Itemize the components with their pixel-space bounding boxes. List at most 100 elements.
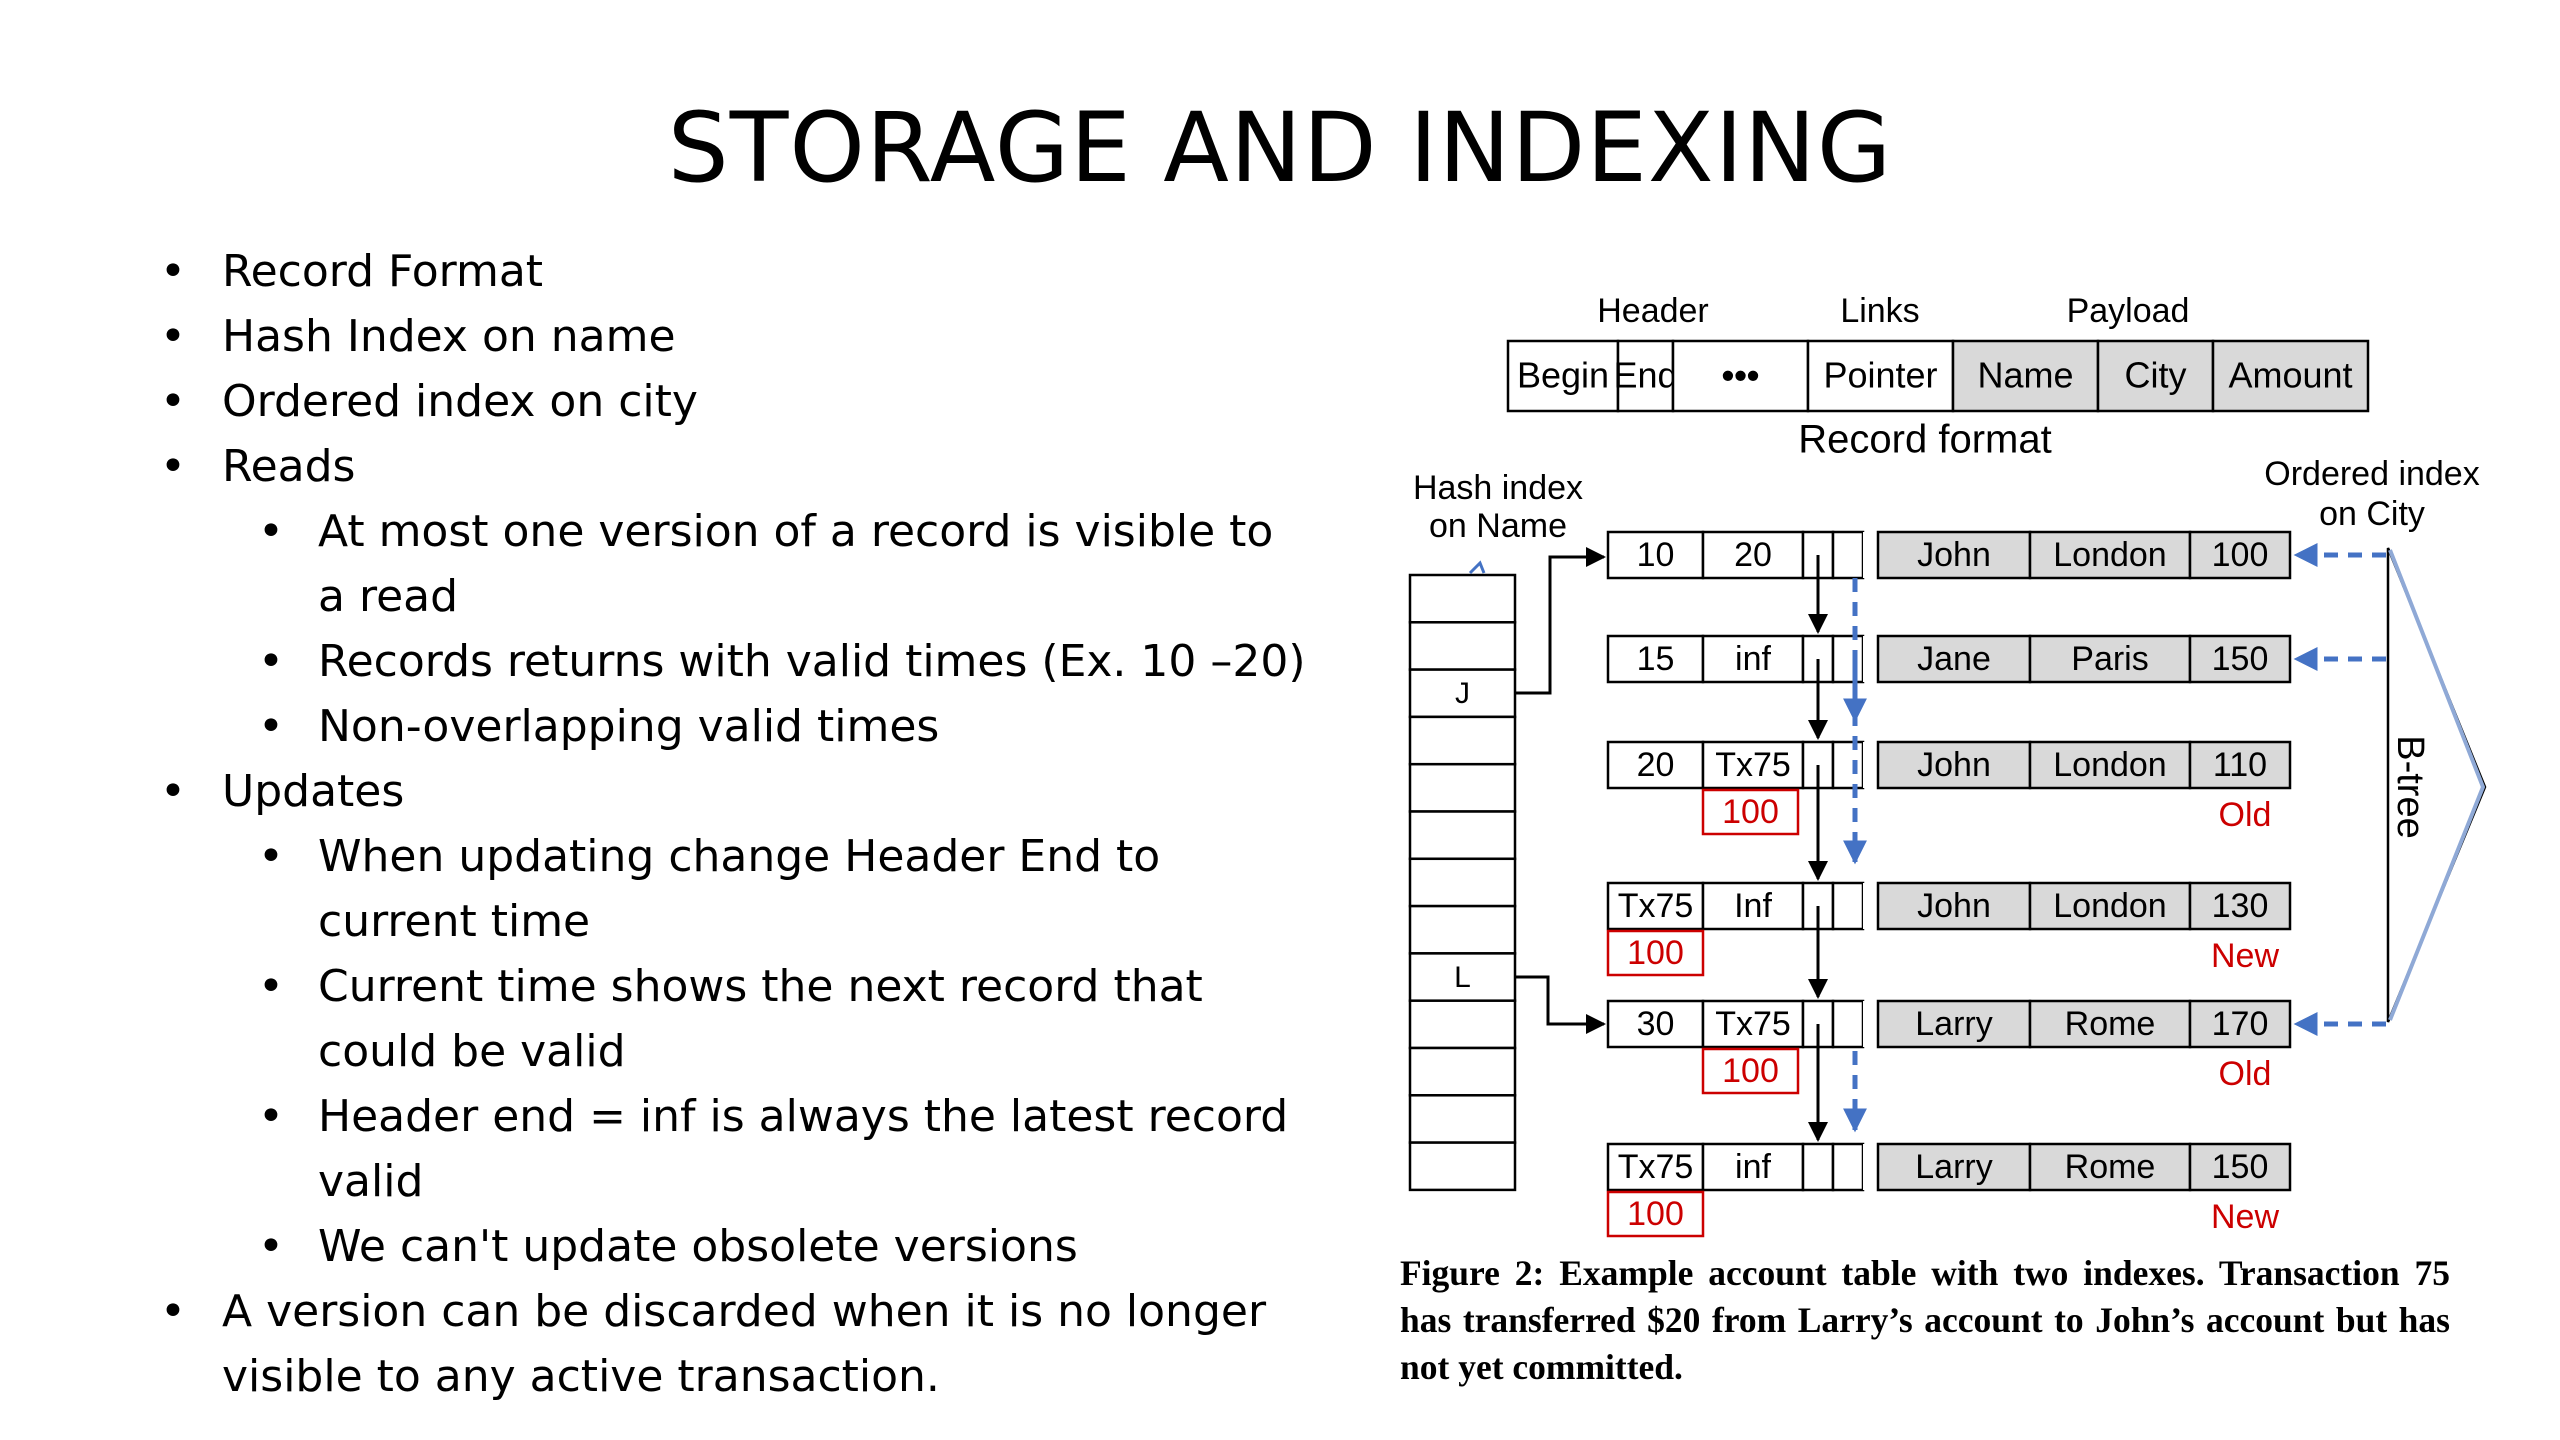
btree-label: B-tree [2389, 735, 2431, 838]
bullet-list: •Record Format•Hash Index on name•Ordere… [160, 246, 1306, 1402]
version-status-label: Old [2219, 796, 2272, 834]
record-cell [1831, 634, 1865, 684]
hash-bucket [1408, 1046, 1517, 1097]
record-field-label: City [2125, 355, 2187, 396]
hash-bucket [1408, 952, 1517, 1002]
record-gap [1863, 742, 1878, 788]
record-field-cell [2096, 339, 2215, 413]
bullet-line: Updates [222, 766, 405, 817]
record-value: London [2053, 536, 2166, 574]
record-value: 20 [1734, 536, 1772, 574]
record-cell [1831, 1142, 1865, 1192]
record-field-cell [2211, 339, 2370, 413]
bullet-line: Record Format [222, 246, 544, 297]
record-value: inf [1735, 1148, 1771, 1186]
hash-bucket [1408, 715, 1517, 766]
record-value: Tx75 [1715, 1005, 1791, 1043]
record-cell [1701, 634, 1805, 684]
record-cell [1701, 530, 1805, 580]
bullet-line: At most one version of a record is visib… [318, 506, 1274, 557]
record-field-cell [1671, 339, 1810, 413]
record-value: 100 [2212, 536, 2269, 574]
record-cell [1831, 740, 1865, 790]
record-value: Rome [2065, 1148, 2156, 1186]
record-value: Rome [2065, 1005, 2156, 1043]
ordered-index-label: Ordered index [2264, 455, 2479, 493]
record-value: John [1917, 887, 1991, 925]
record-value: Larry [1915, 1148, 1992, 1186]
record-field-label: Pointer [1823, 355, 1937, 396]
record-format-label: Record format [1798, 418, 2051, 462]
record-cell [1831, 881, 1865, 931]
hash-bucket [1408, 1094, 1517, 1144]
record-cell [1876, 1142, 2032, 1192]
hash-bucket [1408, 668, 1517, 719]
record-cell [2188, 999, 2292, 1049]
record-cell [2028, 740, 2192, 790]
commit-note-value: 100 [1722, 1052, 1779, 1090]
bullet-marker: • [258, 636, 284, 687]
record-field-label: Name [1977, 355, 2073, 396]
record-cell [2028, 881, 2192, 931]
record-value: 20 [1637, 746, 1675, 784]
commit-note-value: 100 [1627, 934, 1684, 972]
record-group-label: Header [1597, 292, 1709, 330]
record-gap [1863, 1001, 1878, 1047]
record-gap [1863, 1144, 1878, 1190]
btree-edge [2388, 549, 2486, 1021]
record-field-label: Amount [2228, 355, 2352, 396]
record-field-label: Begin [1517, 355, 1609, 396]
record-cell [2188, 634, 2292, 684]
bullet-marker: • [160, 311, 186, 362]
record-cell [2028, 530, 2192, 580]
hash-bucket [1408, 904, 1517, 955]
record-field-cell [1506, 339, 1620, 413]
hash-bucket-label: L [1454, 961, 1471, 994]
hash-bucket [1408, 999, 1517, 1050]
version-status-label: New [2211, 937, 2279, 975]
record-cell [1701, 1142, 1805, 1192]
commit-note-box [1606, 1190, 1705, 1238]
hash-bucket [1408, 573, 1517, 624]
hash-bucket [1408, 762, 1517, 813]
record-cell [2188, 530, 2292, 580]
bullet-line: Header end = inf is always the latest re… [318, 1091, 1289, 1142]
record-field-cell [1951, 339, 2100, 413]
bullet-line: Non-overlapping valid times [318, 701, 940, 752]
bullet-marker: • [258, 701, 284, 752]
version-status-label: New [2211, 1198, 2279, 1236]
bullet-marker: • [160, 376, 186, 427]
record-value: Tx75 [1715, 746, 1791, 784]
record-value: 130 [2212, 887, 2269, 925]
record-value: London [2053, 746, 2166, 784]
bullet-line: Reads [222, 441, 356, 492]
bullet-line: When updating change Header End to [318, 831, 1161, 882]
record-field-label: End [1613, 355, 1677, 396]
bullet-marker: • [258, 506, 284, 557]
record-value: John [1917, 746, 1991, 784]
bullet-marker: • [160, 441, 186, 492]
bullet-line: Current time shows the next record that [318, 961, 1203, 1012]
bullet-line: Records returns with valid times (Ex. 10… [318, 636, 1306, 687]
bullet-line: visible to any active transaction. [222, 1351, 940, 1402]
record-cell [1606, 881, 1705, 931]
record-value: Larry [1915, 1005, 1992, 1043]
record-cell [1701, 740, 1805, 790]
bullet-line: We can't update obsolete versions [318, 1221, 1078, 1272]
hash-index-label: Hash index [1413, 469, 1583, 507]
hash-pointer-j [1515, 547, 1606, 695]
slide-title: STORAGE AND INDEXING [667, 92, 1893, 204]
record-gap [1863, 883, 1878, 929]
version-status-label: Old [2219, 1055, 2272, 1093]
record-value: 150 [2212, 1148, 2269, 1186]
bullet-marker: • [160, 1286, 186, 1337]
record-value: Tx75 [1618, 887, 1694, 925]
record-value: John [1917, 536, 1991, 574]
bullet-line: current time [318, 896, 591, 947]
hash-bucket [1408, 857, 1517, 908]
bullet-line: a read [318, 571, 459, 622]
record-value: 30 [1637, 1005, 1675, 1043]
commit-note-box [1701, 788, 1800, 836]
record-cell [1876, 881, 2032, 931]
record-group-label: Payload [2067, 292, 2190, 330]
